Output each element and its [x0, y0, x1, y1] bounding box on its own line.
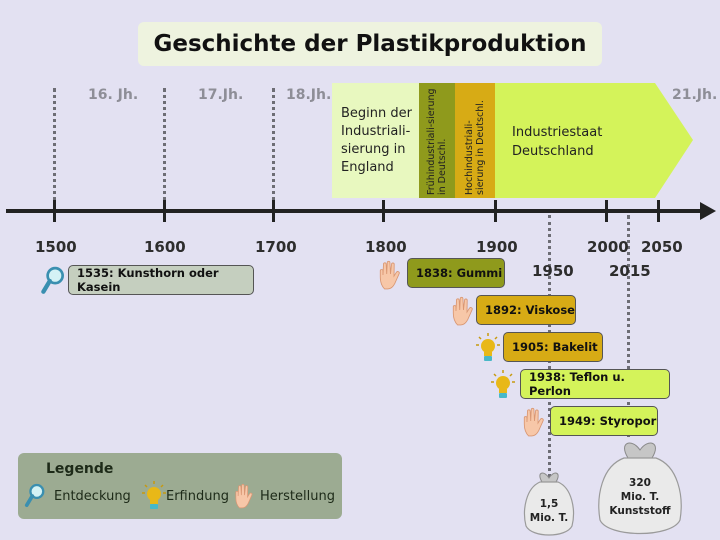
period-early-industrialization: Frühindustriali-sierung in Deutschl. [419, 83, 455, 198]
bag-large-line1: 320 [629, 477, 651, 489]
legend-label-erfindung: Erfindung [166, 489, 229, 504]
event-1838: 1838: Gummi [407, 258, 505, 288]
year-label-1700: 1700 [255, 238, 297, 256]
period-industrial-state-arrow [495, 83, 693, 198]
century-label-21: 21.Jh. [672, 87, 718, 103]
tick-1500 [53, 200, 56, 222]
hand-icon [234, 482, 256, 510]
magnifier-icon [24, 482, 46, 510]
year-label-1600: 1600 [144, 238, 186, 256]
large-garbage-bag [598, 442, 682, 534]
magnifier-icon [40, 266, 66, 296]
tick-1600 [163, 200, 166, 222]
lightbulb-icon [475, 333, 501, 363]
year-label-1500: 1500 [35, 238, 77, 256]
period-label-high: Hochindustriali-sierung in Deutschl. [464, 99, 486, 195]
tick-2000 [605, 200, 608, 222]
year-label-2050: 2050 [641, 238, 683, 256]
century-label-18: 18.Jh. [286, 87, 332, 103]
bag-label-small: 1,5 Mio. T. [520, 497, 578, 525]
small-garbage-bag [523, 472, 575, 536]
legend-box: Legende Entdeckung Erfindung Herstellung [18, 453, 342, 519]
year-label-2000: 2000 [587, 238, 629, 256]
period-label-england: Beginn der Industriali-sierung in Englan… [341, 106, 412, 175]
bag-small-line1: 1,5 [539, 498, 559, 510]
event-1949: 1949: Styropor [550, 406, 658, 436]
legend-label-herstellung: Herstellung [260, 489, 335, 504]
century-label-17: 17.Jh. [198, 87, 244, 103]
legend-title: Legende [46, 461, 114, 477]
lightbulb-icon [490, 370, 516, 400]
page-title: Geschichte der Plastikproduktion [138, 22, 602, 66]
tick-1800 [382, 200, 385, 222]
tick-2050 [657, 200, 660, 222]
year-label-1800: 1800 [365, 238, 407, 256]
hand-icon [378, 260, 404, 290]
event-1892: 1892: Viskose [476, 295, 576, 325]
timeline-arrowhead [700, 202, 716, 220]
period-high-industrialization: Hochindustriali-sierung in Deutschl. [455, 83, 495, 198]
event-1938: 1938: Teflon u. Perlon [520, 369, 670, 399]
bag-large-line3: Kunststoff [609, 505, 671, 517]
tick-1700 [272, 200, 275, 222]
event-1535: 1535: Kunsthorn oder Kasein [68, 265, 254, 295]
legend-label-entdeckung: Entdeckung [54, 489, 131, 504]
lightbulb-icon [142, 481, 166, 511]
bag-label-large: 320 Mio. T. Kunststoff [594, 476, 686, 518]
period-label-early: Frühindustriali-sierung in Deutschl. [426, 87, 448, 195]
gridline-1500 [53, 88, 56, 208]
bag-large-line2: Mio. T. [620, 491, 660, 503]
year-label-1950: 1950 [532, 262, 574, 280]
year-label-2015: 2015 [609, 262, 651, 280]
hand-icon [451, 296, 477, 326]
period-label-industrial-state: Industriestaat Deutschland [512, 125, 603, 159]
gridline-2015 [627, 215, 630, 437]
gridline-1600 [163, 88, 166, 208]
bag-small-line2: Mio. T. [529, 512, 569, 524]
tick-1900 [494, 200, 497, 222]
gridline-1700 [272, 88, 275, 208]
timeline-axis [6, 209, 706, 213]
hand-icon [522, 407, 548, 437]
century-label-16: 16. Jh. [88, 87, 139, 103]
event-1905: 1905: Bakelit [503, 332, 603, 362]
year-label-1900: 1900 [476, 238, 518, 256]
period-industrialization-england: Beginn der Industriali-sierung in Englan… [332, 83, 420, 198]
